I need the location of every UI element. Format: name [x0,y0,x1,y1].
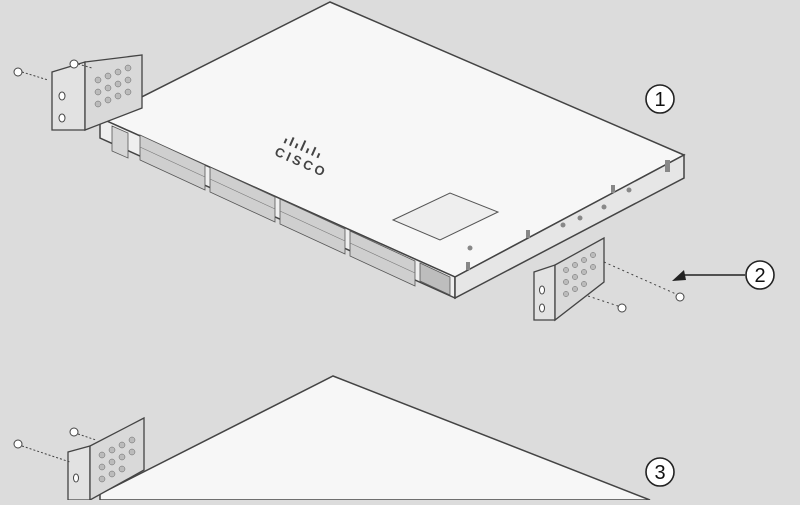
screws-left-upper [13,59,93,81]
second-chassis-top-face [99,375,651,501]
uplink-ports [419,262,451,296]
screws-right-upper [587,261,685,313]
console-ports [111,125,129,159]
callout-3-label: 3 [654,462,665,484]
port-group-4 [349,230,416,287]
chassis-top-face [98,1,686,278]
right-bracket-upper [533,236,605,322]
port-dividers [139,146,416,274]
callout-1-label: 1 [654,89,665,111]
callout-1: 1 [645,84,675,114]
left-bracket-upper [51,54,143,131]
port-group-2 [209,166,276,223]
callout-3: 3 [645,457,675,487]
switch-chassis: CISCO [98,1,686,300]
port-group-1 [139,134,206,191]
left-bracket-lower [67,416,145,502]
callout-2-label: 2 [754,265,765,287]
screws-left-lower [13,427,97,463]
side-holes [466,160,670,270]
label-panel [391,192,500,241]
callout-2: 2 [672,260,775,290]
second-switch-chassis [99,375,651,501]
port-group-3 [279,198,346,255]
port-groups [111,125,451,296]
